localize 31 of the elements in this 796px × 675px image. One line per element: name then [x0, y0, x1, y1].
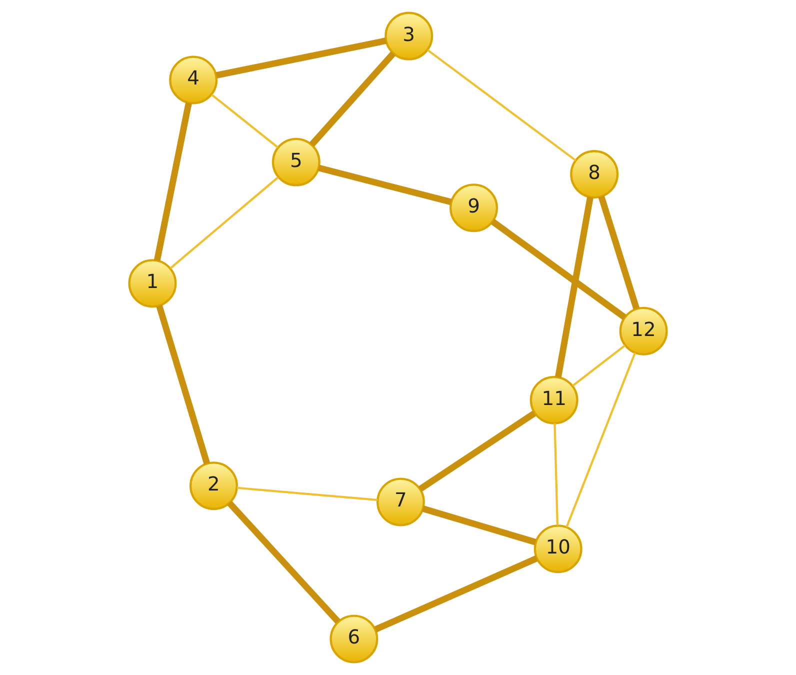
node-circle: 12	[619, 306, 668, 356]
node-circle: 2	[189, 462, 238, 510]
connector	[490, 218, 627, 320]
connector	[216, 38, 387, 78]
connector	[309, 51, 396, 147]
node-circle: 9	[450, 184, 498, 232]
connector	[211, 94, 279, 148]
connector	[422, 506, 536, 546]
connector	[555, 196, 594, 378]
connector	[572, 344, 626, 387]
node-circle: 10	[534, 524, 582, 574]
node-circle: 8	[570, 150, 619, 199]
connector	[236, 486, 378, 502]
node-circle: 7	[376, 478, 425, 526]
connector	[374, 555, 538, 632]
connector	[154, 102, 192, 262]
connector	[227, 500, 340, 624]
connector	[427, 49, 576, 162]
connector	[566, 352, 636, 528]
connector	[554, 423, 559, 526]
connector	[170, 176, 279, 270]
node-circle: 5	[272, 138, 320, 186]
node-circle: 1	[128, 259, 177, 308]
node-circle: 4	[169, 56, 218, 104]
connector	[598, 195, 640, 310]
connector	[318, 164, 452, 206]
node-circle: 11	[530, 376, 578, 424]
connector	[156, 304, 210, 465]
node-circle: 3	[384, 12, 434, 60]
connector	[418, 410, 536, 492]
node-circle: 6	[330, 614, 378, 664]
